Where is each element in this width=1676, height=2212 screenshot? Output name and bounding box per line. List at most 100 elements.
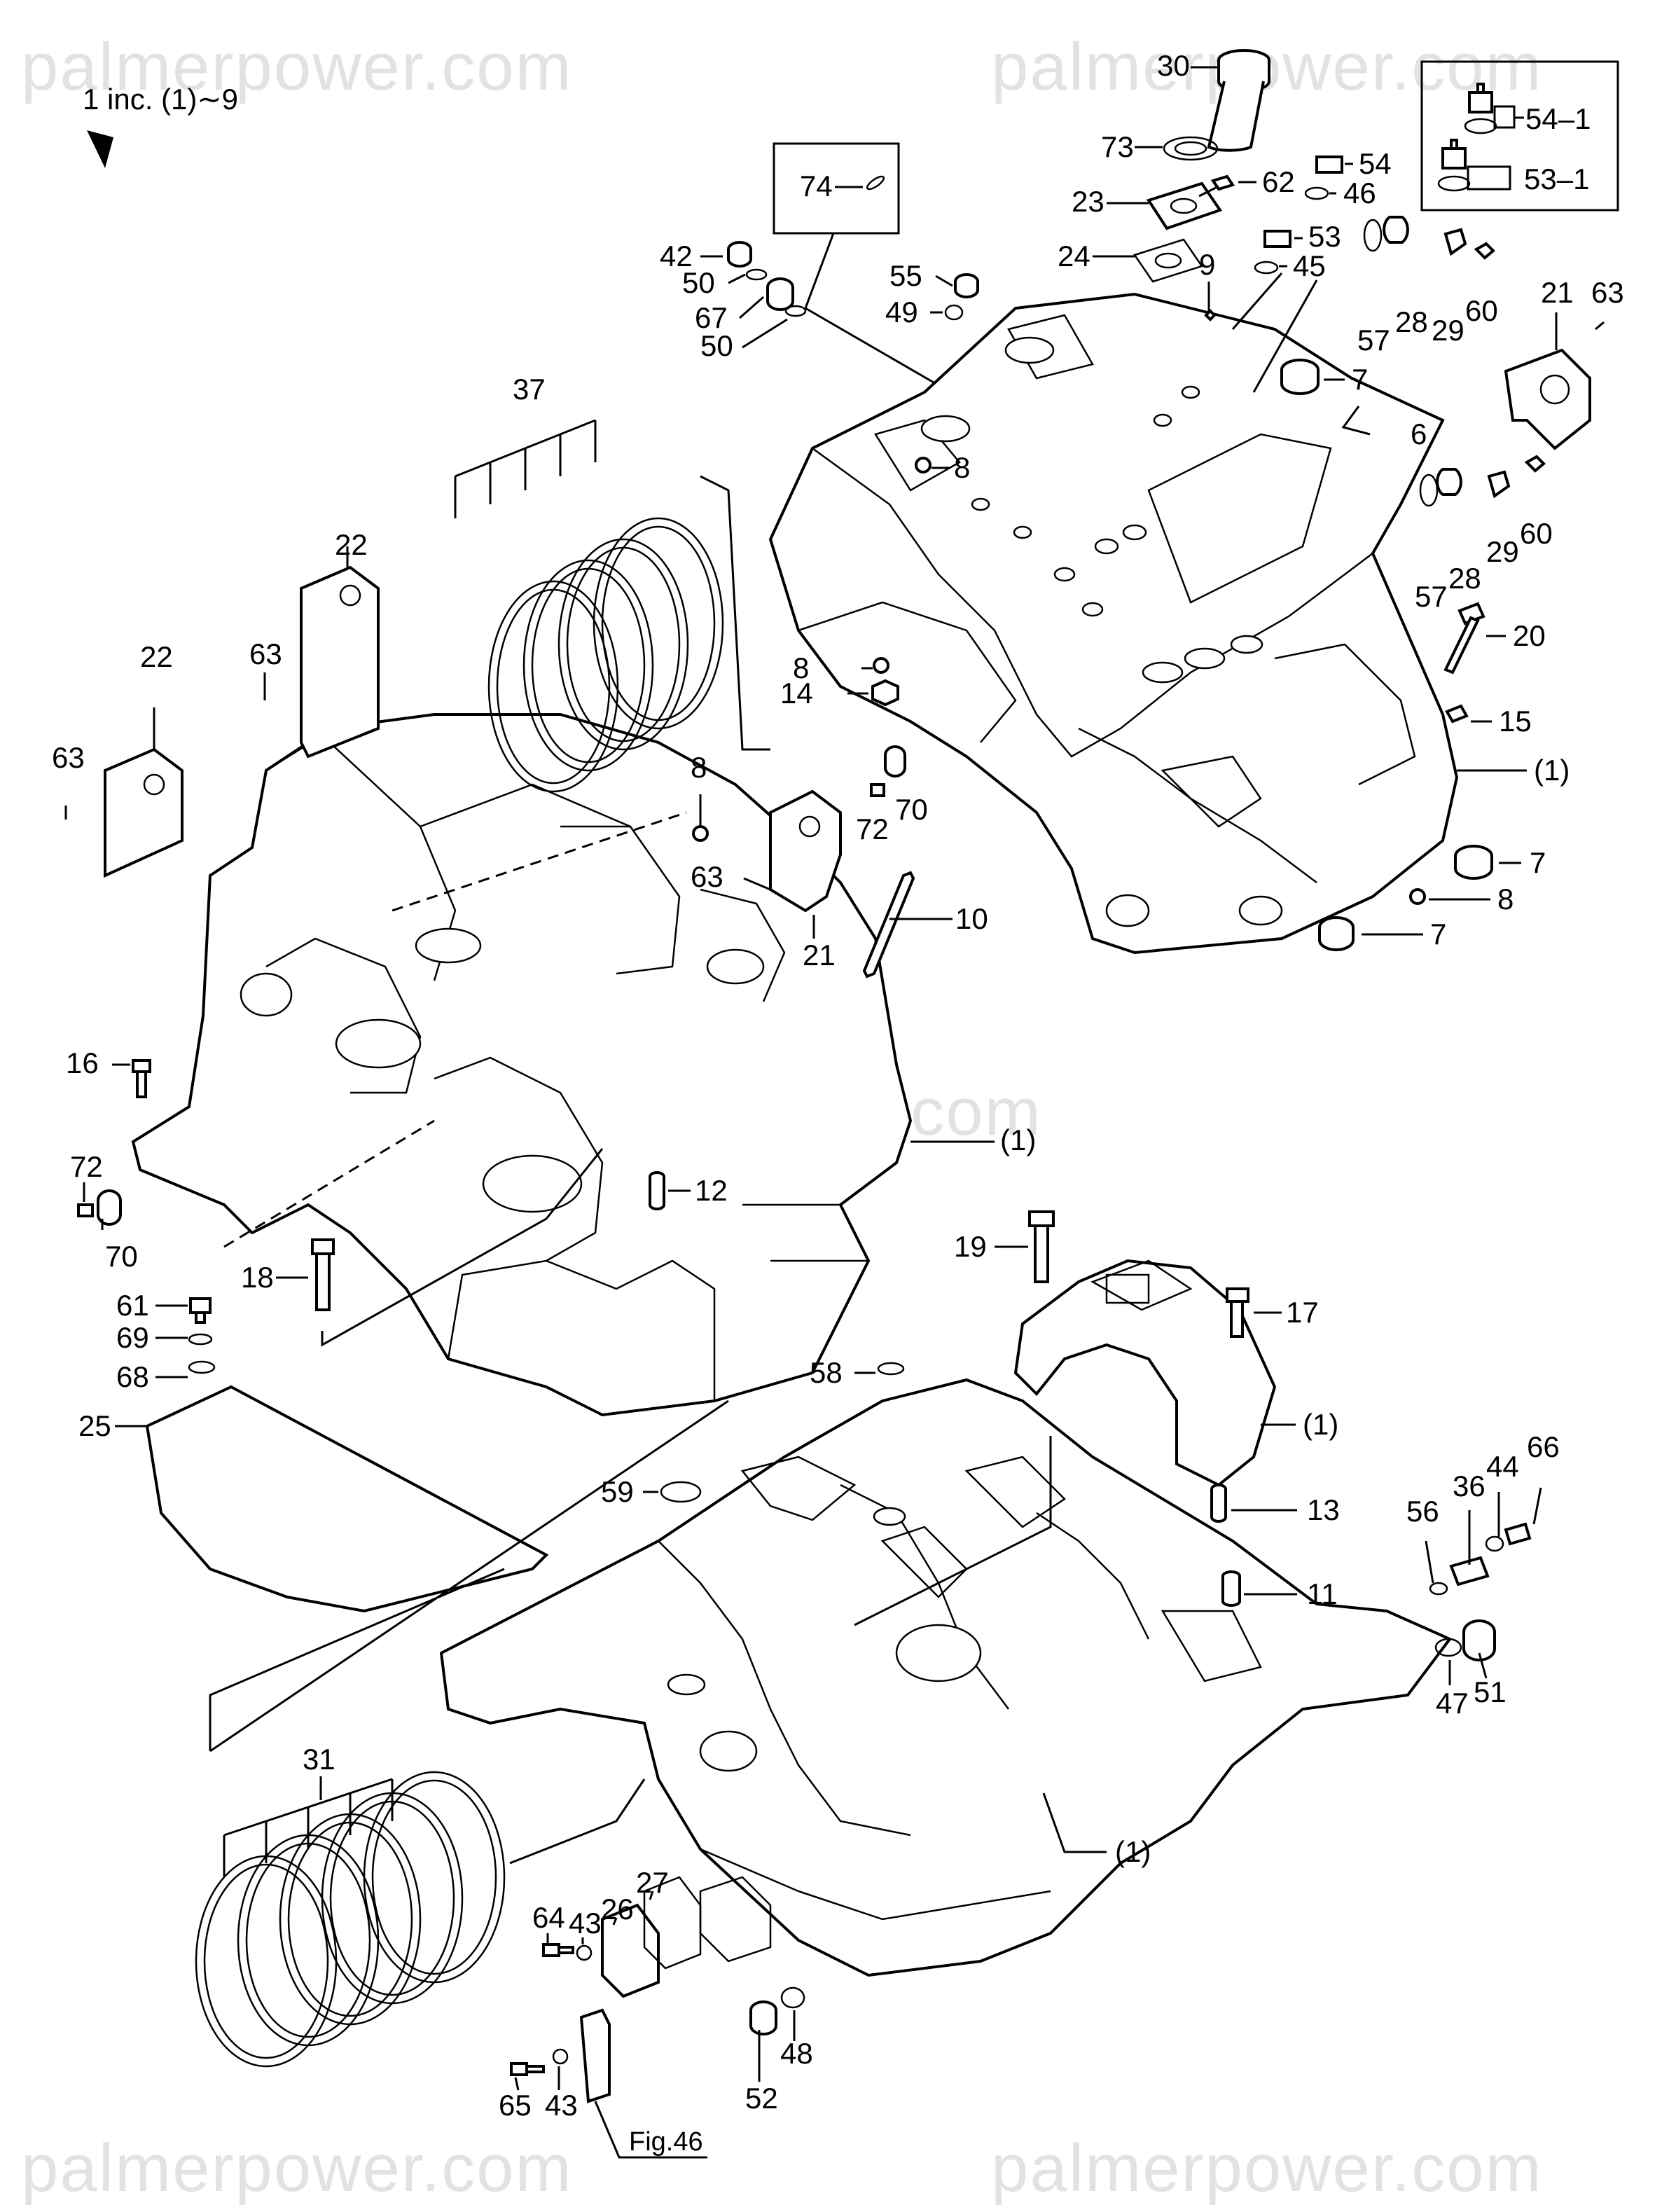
callout-18: 18 bbox=[241, 1261, 274, 1294]
callout-70-left: 70 bbox=[105, 1240, 138, 1273]
callout-60-lower: 60 bbox=[1520, 517, 1553, 550]
callout-72-mid: 72 bbox=[856, 813, 889, 845]
watermark-top-left: palmerpower.com bbox=[21, 29, 573, 104]
leader-lines bbox=[64, 66, 1605, 2159]
main-bearing-cap bbox=[1013, 1259, 1277, 1487]
callout-1-cap: (1) bbox=[1303, 1408, 1338, 1441]
callout-57-lower: 57 bbox=[1415, 580, 1448, 613]
callout-23: 23 bbox=[1072, 185, 1104, 218]
callout-65: 65 bbox=[499, 2089, 532, 2122]
callout-7-upper: 7 bbox=[1352, 363, 1368, 396]
callout-21-right: 21 bbox=[1541, 276, 1574, 309]
callout-63-upper: 63 bbox=[249, 637, 282, 670]
callout-17: 17 bbox=[1286, 1296, 1319, 1329]
callout-58: 58 bbox=[810, 1356, 843, 1389]
callout-26: 26 bbox=[601, 1893, 634, 1926]
callout-8-block: 8 bbox=[691, 751, 707, 784]
callout-55: 55 bbox=[889, 259, 922, 292]
callout-11: 11 bbox=[1307, 1577, 1338, 1610]
callout-29-lower: 29 bbox=[1486, 535, 1519, 568]
callout-67: 67 bbox=[695, 301, 728, 334]
callout-14: 14 bbox=[780, 677, 813, 710]
callout-43-upper: 43 bbox=[569, 1907, 602, 1940]
upper-crankcase-block bbox=[768, 292, 1459, 955]
callout-22-lower: 22 bbox=[140, 640, 173, 673]
callout-57-upper: 57 bbox=[1357, 324, 1390, 357]
inset-box-74: 74 bbox=[773, 142, 939, 387]
callout-47: 47 bbox=[1436, 1687, 1469, 1720]
callout-48: 48 bbox=[780, 2037, 813, 2070]
middle-crankcase-block bbox=[131, 713, 913, 1417]
small-parts bbox=[77, 49, 1591, 2103]
callout-50-upper: 50 bbox=[682, 266, 715, 299]
callout-15: 15 bbox=[1499, 705, 1532, 738]
callout-50-lower: 50 bbox=[700, 329, 733, 362]
callout-7-right: 7 bbox=[1530, 846, 1546, 879]
callout-28-upper: 28 bbox=[1395, 305, 1428, 338]
callout-8-right: 8 bbox=[1497, 883, 1514, 915]
callout-16: 16 bbox=[66, 1046, 99, 1079]
callout-43-lower: 43 bbox=[545, 2089, 578, 2122]
inset-label-54-1: 54–1 bbox=[1525, 102, 1591, 135]
callout-54: 54 bbox=[1359, 147, 1392, 180]
callout-29-upper: 29 bbox=[1432, 314, 1464, 347]
callout-64: 64 bbox=[532, 1901, 565, 1934]
figure-reference: Fig.46 bbox=[629, 2127, 703, 2157]
inset-label-53-1: 53–1 bbox=[1524, 163, 1589, 195]
callout-73: 73 bbox=[1101, 130, 1134, 163]
callout-72-left: 72 bbox=[70, 1150, 103, 1183]
callout-1-middle: (1) bbox=[1000, 1124, 1036, 1156]
callout-6: 6 bbox=[1411, 417, 1427, 450]
callout-63-mid: 63 bbox=[691, 860, 723, 893]
callout-36: 36 bbox=[1453, 1470, 1485, 1502]
callout-69: 69 bbox=[116, 1321, 149, 1354]
lower-crankcase-oil-pan bbox=[439, 1378, 1453, 1977]
callout-60-upper: 60 bbox=[1465, 294, 1498, 327]
callout-31: 31 bbox=[303, 1743, 335, 1776]
callout-66: 66 bbox=[1527, 1430, 1560, 1463]
header-note: 1 inc. (1)∼9 bbox=[83, 83, 238, 116]
callout-63-right: 63 bbox=[1591, 276, 1624, 309]
callout-8-top: 8 bbox=[954, 451, 970, 484]
callout-8-mid: 8 bbox=[793, 651, 809, 684]
callout-27: 27 bbox=[636, 1866, 669, 1899]
callout-13: 13 bbox=[1307, 1493, 1340, 1526]
callout-37: 37 bbox=[513, 373, 546, 406]
callout-45: 45 bbox=[1293, 249, 1326, 282]
callout-1-bottom: (1) bbox=[1115, 1835, 1151, 1868]
callout-28-lower: 28 bbox=[1448, 562, 1481, 595]
callout-10: 10 bbox=[955, 902, 988, 935]
watermark-bottom-right: palmerpower.com bbox=[991, 2131, 1543, 2206]
callout-22-upper: 22 bbox=[335, 528, 368, 561]
callout-49: 49 bbox=[885, 296, 918, 329]
callout-20: 20 bbox=[1513, 619, 1546, 652]
callout-24: 24 bbox=[1058, 240, 1090, 272]
callout-labels: 30 73 23 24 62 54 46 53 45 9 28 29 60 57… bbox=[52, 49, 1624, 2157]
view-arrow-icon bbox=[87, 130, 113, 168]
callout-19: 19 bbox=[954, 1230, 987, 1263]
callout-59: 59 bbox=[601, 1475, 634, 1508]
callout-46: 46 bbox=[1343, 177, 1376, 209]
callout-30: 30 bbox=[1157, 49, 1190, 82]
callout-21-mid: 21 bbox=[803, 939, 836, 972]
callout-52: 52 bbox=[745, 2082, 778, 2115]
watermark-bottom-left: palmerpower.com bbox=[21, 2131, 573, 2206]
callout-51: 51 bbox=[1474, 1675, 1507, 1708]
inset-74-label: 74 bbox=[800, 170, 833, 202]
callout-56: 56 bbox=[1406, 1495, 1439, 1528]
callout-68: 68 bbox=[116, 1360, 149, 1393]
callout-9: 9 bbox=[1199, 248, 1215, 281]
callout-70-mid: 70 bbox=[895, 793, 928, 826]
callout-53: 53 bbox=[1308, 220, 1341, 253]
callout-12: 12 bbox=[695, 1174, 728, 1207]
callout-42: 42 bbox=[660, 240, 693, 272]
callout-61: 61 bbox=[116, 1289, 149, 1322]
callout-44: 44 bbox=[1486, 1450, 1519, 1483]
callout-1-upper: (1) bbox=[1534, 754, 1570, 787]
inset-box-seal-set: 54–1 53–1 bbox=[1420, 60, 1619, 212]
callout-63-left: 63 bbox=[52, 741, 85, 774]
callout-25: 25 bbox=[78, 1409, 111, 1442]
callout-62: 62 bbox=[1262, 165, 1295, 198]
callout-7-bottom: 7 bbox=[1430, 918, 1446, 951]
